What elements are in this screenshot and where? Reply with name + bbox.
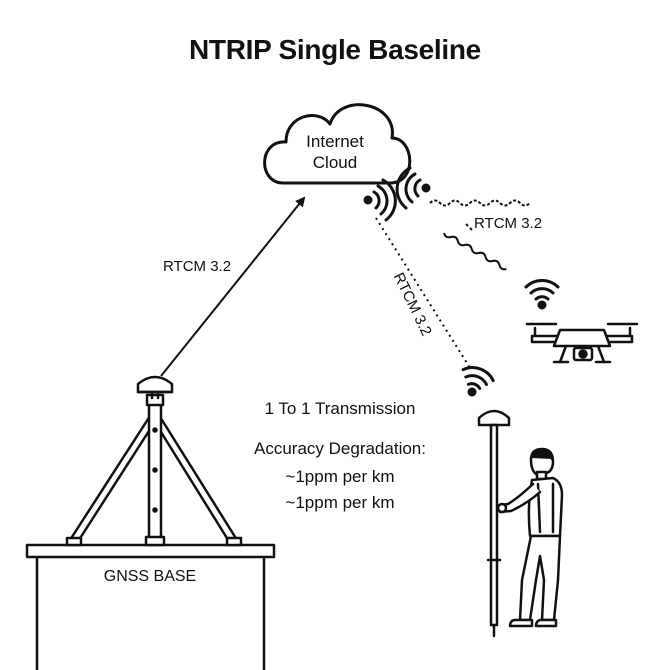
internet-cloud-icon [263, 103, 412, 185]
surveyor-person-icon [496, 447, 564, 628]
rover-signal-icon [461, 366, 495, 397]
drone-signal-icon [524, 279, 560, 310]
gnss-rover-pole [477, 409, 511, 638]
cloud-label-line1: Internet [306, 132, 364, 151]
cloud-signal-icon-left [363, 178, 397, 222]
accuracy-line-2: ~1ppm per km [285, 493, 395, 512]
accuracy-line-1: ~1ppm per km [285, 467, 395, 486]
base-to-cloud-arrow [160, 196, 306, 377]
transmission-mode-text: 1 To 1 Transmission [264, 399, 416, 418]
gnss-base-station [25, 375, 276, 670]
cloud-to-drone-link [429, 199, 531, 231]
cloud-to-rover-link [375, 217, 471, 369]
base-link-label: RTCM 3.2 [163, 258, 232, 275]
drone-link-label: RTCM 3.2 [474, 215, 543, 232]
accuracy-title: Accuracy Degradation: [254, 439, 426, 458]
drone-icon [525, 322, 639, 364]
cloud-signal-icon-right [395, 166, 431, 210]
diagram-title: NTRIP Single Baseline [189, 34, 481, 65]
gnss-base-label: GNSS BASE [103, 568, 197, 585]
cloud-label-line2: Cloud [312, 153, 358, 172]
cloud-label: Internet Cloud [275, 131, 395, 173]
